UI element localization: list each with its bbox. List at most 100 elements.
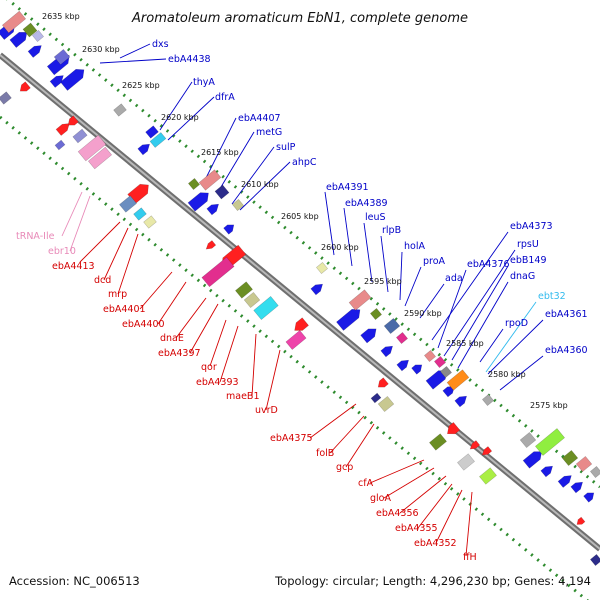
leader-line: [437, 269, 467, 349]
gene-label-leuS: leuS: [365, 212, 386, 223]
leader-line: [231, 146, 275, 205]
gene-block: [113, 103, 127, 117]
leader-line: [465, 491, 473, 557]
gene-label-ebt32: ebt32: [538, 291, 566, 302]
gene-label-ebA4360: ebA4360: [545, 345, 588, 356]
forward-gene-arrow: [583, 492, 595, 503]
forward-gene-arrow: [380, 345, 393, 358]
scale-label-2605: 2605 kbp: [281, 212, 319, 221]
forward-gene-arrow: [557, 475, 572, 488]
scale-label-2630: 2630 kbp: [82, 45, 120, 54]
leader-line: [383, 467, 435, 499]
gene-label-ebA4391: ebA4391: [326, 182, 369, 193]
gene-label-ebA4361: ebA4361: [545, 309, 588, 320]
accession-text: Accession: NC_006513: [9, 574, 140, 588]
leader-line: [324, 191, 335, 256]
gene-block: [535, 428, 565, 456]
leader-line: [419, 283, 445, 319]
gene-block: [396, 332, 408, 344]
leader-line: [451, 265, 509, 361]
gene-label-ebA4401: ebA4401: [103, 304, 146, 315]
gene-label-ebA4438: ebA4438: [168, 54, 211, 65]
gene-label-uvrD: uvrD: [255, 405, 278, 416]
scale-labels: 2635 kbp 2630 kbp 2625 kbp 2620 kbp 2615…: [42, 12, 568, 410]
leader-line: [209, 319, 227, 367]
gene-block: [424, 350, 436, 362]
gene-label-ffH: ffH: [463, 552, 477, 563]
gene-label-rpsU: rpsU: [517, 239, 539, 250]
leader-line: [435, 489, 463, 544]
gene-label-ahpC: ahpC: [292, 157, 317, 168]
gene-label-ebA4397: ebA4397: [158, 348, 201, 359]
gene-block: [519, 431, 537, 449]
gene-label-ebA4393: ebA4393: [196, 377, 239, 388]
leader-line: [61, 191, 83, 237]
gene-block: [383, 317, 401, 335]
forward-gene-arrow: [411, 364, 423, 375]
leader-line: [167, 96, 215, 141]
gene-label-dfrA: dfrA: [215, 92, 235, 103]
forward-gene-arrow: [27, 45, 42, 58]
forward-gene-arrow: [310, 283, 323, 296]
forward-gene-arrow: [49, 75, 64, 88]
gene-block: [198, 169, 222, 191]
leader-line: [363, 222, 373, 283]
forward-gene-arrow: [9, 31, 28, 48]
gene-block: [145, 125, 159, 139]
reverse-gene-arrow: [87, 146, 113, 170]
reverse-gene-arrow: [294, 317, 309, 331]
reverse-gene-arrow: [481, 446, 493, 456]
leader-line: [175, 297, 207, 339]
leader-line: [345, 423, 375, 468]
scale-label-2590: 2590 kbp: [404, 309, 442, 318]
gene-block: [22, 22, 38, 38]
forward-gene-arrow: [396, 359, 409, 372]
leader-line: [251, 333, 257, 397]
gene-block: [188, 178, 200, 190]
reverse-gene-arrow: [54, 139, 66, 151]
scale-label-2615: 2615 kbp: [201, 148, 239, 157]
leader-line: [499, 355, 544, 391]
reverse-gene-arrow: [447, 421, 461, 435]
leader-line: [443, 249, 516, 357]
scale-label-2610: 2610 kbp: [241, 180, 279, 189]
gene-block: [434, 356, 446, 368]
leader-line: [329, 415, 365, 454]
reverse-gene-arrow: [479, 467, 497, 485]
scale-label-2585: 2585 kbp: [446, 339, 484, 348]
leader-line: [204, 117, 237, 181]
gene-label-cfA: cfA: [358, 478, 374, 489]
leader-line: [159, 81, 193, 131]
gene-label-ebA4356: ebA4356: [376, 508, 419, 519]
leader-line: [217, 131, 255, 193]
gene-label-gloA: gloA: [370, 493, 391, 504]
gene-label-rpoD: rpoD: [505, 318, 528, 329]
leader-line: [479, 328, 504, 363]
gene-label-holA: holA: [404, 241, 425, 252]
leader-line: [189, 303, 219, 354]
leader-line: [309, 403, 357, 439]
gene-label-ebA4352: ebA4352: [414, 538, 457, 549]
label-leader-lines: [61, 43, 544, 557]
leader-line: [265, 349, 281, 411]
forward-gene-arrow: [137, 143, 150, 156]
forward-gene-arrow: [522, 451, 543, 469]
scale-label-2575: 2575 kbp: [530, 401, 568, 410]
reverse-gene-arrow: [133, 207, 147, 221]
forward-gene-arrow: [206, 203, 219, 216]
outer-dotted-track: [6, 0, 600, 489]
reverse-gene-arrow: [119, 195, 137, 213]
reverse-gene-arrow: [55, 123, 70, 136]
forward-gene-arrow: [570, 481, 583, 494]
trna-gene-labels: tRNA-Ile ebr10: [16, 231, 76, 257]
leader-line: [399, 251, 403, 301]
gene-label-gcp: gcp: [336, 462, 353, 473]
leader-line: [457, 281, 509, 369]
map-title: Aromatoleum aromaticum EbN1, complete ge…: [131, 11, 468, 26]
gene-block: [370, 308, 382, 320]
gene-features: [0, 10, 600, 566]
reverse-gene-arrow: [72, 128, 88, 144]
gene-block: [53, 48, 71, 66]
